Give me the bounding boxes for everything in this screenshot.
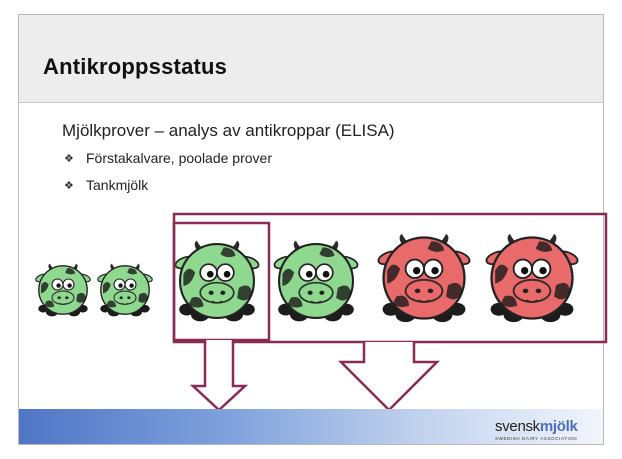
bullet-diamond-icon: ❖	[64, 179, 86, 192]
header-divider	[19, 102, 603, 103]
bullet-item: ❖ Förstakalvare, poolade prover	[64, 150, 272, 166]
bullet-text: Förstakalvare, poolade prover	[86, 150, 272, 166]
logo-word-svensk: svensk	[495, 418, 540, 435]
slide-title: Antikroppsstatus	[43, 54, 227, 80]
bullet-item: ❖ Tankmjölk	[64, 177, 148, 193]
bullet-text: Tankmjölk	[86, 177, 148, 193]
bullet-diamond-icon: ❖	[64, 152, 86, 165]
slide-subtitle: Mjölkprover – analys av antikroppar (ELI…	[62, 121, 395, 141]
logo-tagline: SWEDISH DAIRY ASSOCIATION	[495, 437, 578, 442]
svensk-mjolk-logo: svenskmjölk SWEDISH DAIRY ASSOCIATION	[495, 419, 578, 442]
logo-word-mjolk: mjölk	[540, 418, 578, 435]
